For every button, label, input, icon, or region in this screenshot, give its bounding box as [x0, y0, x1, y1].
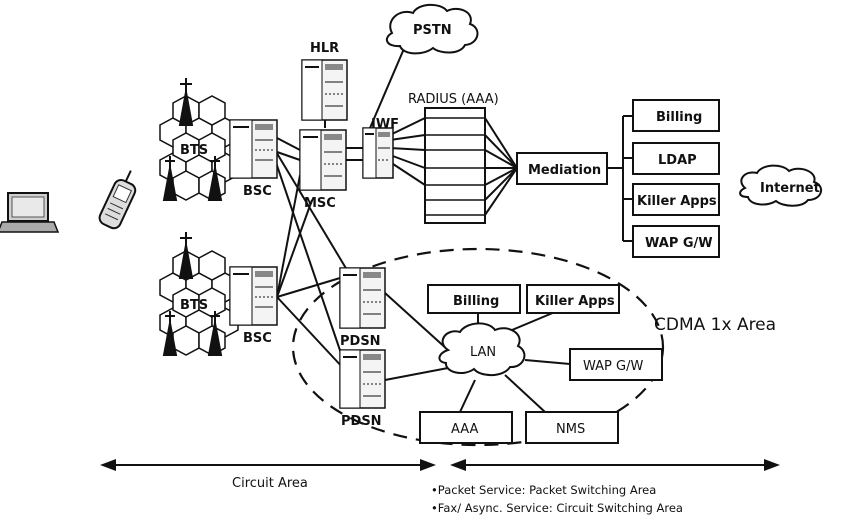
pdsn-lower-server-icon [339, 349, 386, 409]
hlr-server-icon [301, 59, 348, 121]
packet-area-arrow [450, 459, 780, 471]
nms-box [525, 411, 619, 444]
billing-cdma-label: Billing [453, 294, 499, 309]
bsc-label-lower: BSC [243, 331, 272, 346]
hlr-label: HLR [310, 41, 339, 56]
lan-cloud-icon [438, 322, 526, 377]
pdsn-upper-server-icon [339, 267, 386, 329]
killer-apps-cdma-box [526, 284, 620, 314]
cell-tower-icon [162, 156, 178, 201]
cell-tower-icon [162, 311, 178, 356]
billing-cdma-box [427, 284, 521, 314]
radius-aaa-label: RADIUS (AAA) [408, 92, 499, 107]
service-note-fax: •Fax/ Async. Service: Circuit Switching … [431, 501, 683, 515]
bts-label-lower: BTS [180, 298, 208, 313]
cdma-area-label: CDMA 1x Area [654, 315, 776, 335]
internet-label: Internet [760, 181, 820, 196]
pstn-label: PSTN [413, 23, 452, 38]
wap-gw-top-label: WAP G/W [645, 236, 713, 251]
pdsn-label-upper: PDSN [340, 334, 381, 349]
circuit-area-arrow [100, 459, 436, 471]
lan-label: LAN [470, 345, 496, 360]
bsc-label-upper: BSC [243, 184, 272, 199]
bts-label-upper: BTS [180, 143, 208, 158]
bsc-upper-server-icon [229, 119, 278, 179]
mediation-box [516, 152, 608, 185]
cell-tower-icon [207, 156, 223, 201]
killer-apps-top-box [632, 183, 720, 216]
cell-tower-icon [207, 311, 223, 356]
cell-tower-icon [178, 78, 194, 126]
iwf-server-icon [362, 127, 394, 179]
pdsn-label-lower: PDSN [341, 414, 382, 429]
mediation-label: Mediation [528, 163, 601, 178]
killer-apps-cdma-label: Killer Apps [535, 294, 615, 309]
billing-top-box [632, 99, 720, 132]
billing-top-label: Billing [656, 110, 702, 125]
internet-cloud-icon [739, 164, 823, 207]
wap-gw-cdma-label: WAP G/W [583, 359, 643, 374]
msc-server-icon [299, 129, 347, 191]
ldap-label: LDAP [658, 153, 697, 168]
mobile-phone-icon [98, 170, 137, 230]
laptop-icon [0, 192, 60, 233]
bsc-lower-server-icon [229, 266, 278, 326]
aaa-label: AAA [451, 422, 479, 437]
nms-label: NMS [556, 422, 585, 437]
aaa-box [419, 411, 513, 444]
cell-tower-icon [178, 232, 194, 279]
ldap-box [632, 142, 720, 175]
wap-gw-cdma-box [569, 348, 663, 381]
radius-aaa-stack-icon [424, 107, 486, 224]
circuit-area-label: Circuit Area [232, 476, 308, 491]
cdma-area-boundary [291, 247, 665, 447]
killer-apps-top-label: Killer Apps [637, 194, 717, 209]
iwf-label: IWF [371, 117, 399, 132]
service-note-packet: •Packet Service: Packet Switching Area [431, 483, 656, 497]
wap-gw-top-box [632, 225, 720, 258]
pstn-cloud-icon [385, 3, 479, 55]
msc-label: MSC [304, 196, 336, 211]
connection-lines [269, 29, 633, 413]
